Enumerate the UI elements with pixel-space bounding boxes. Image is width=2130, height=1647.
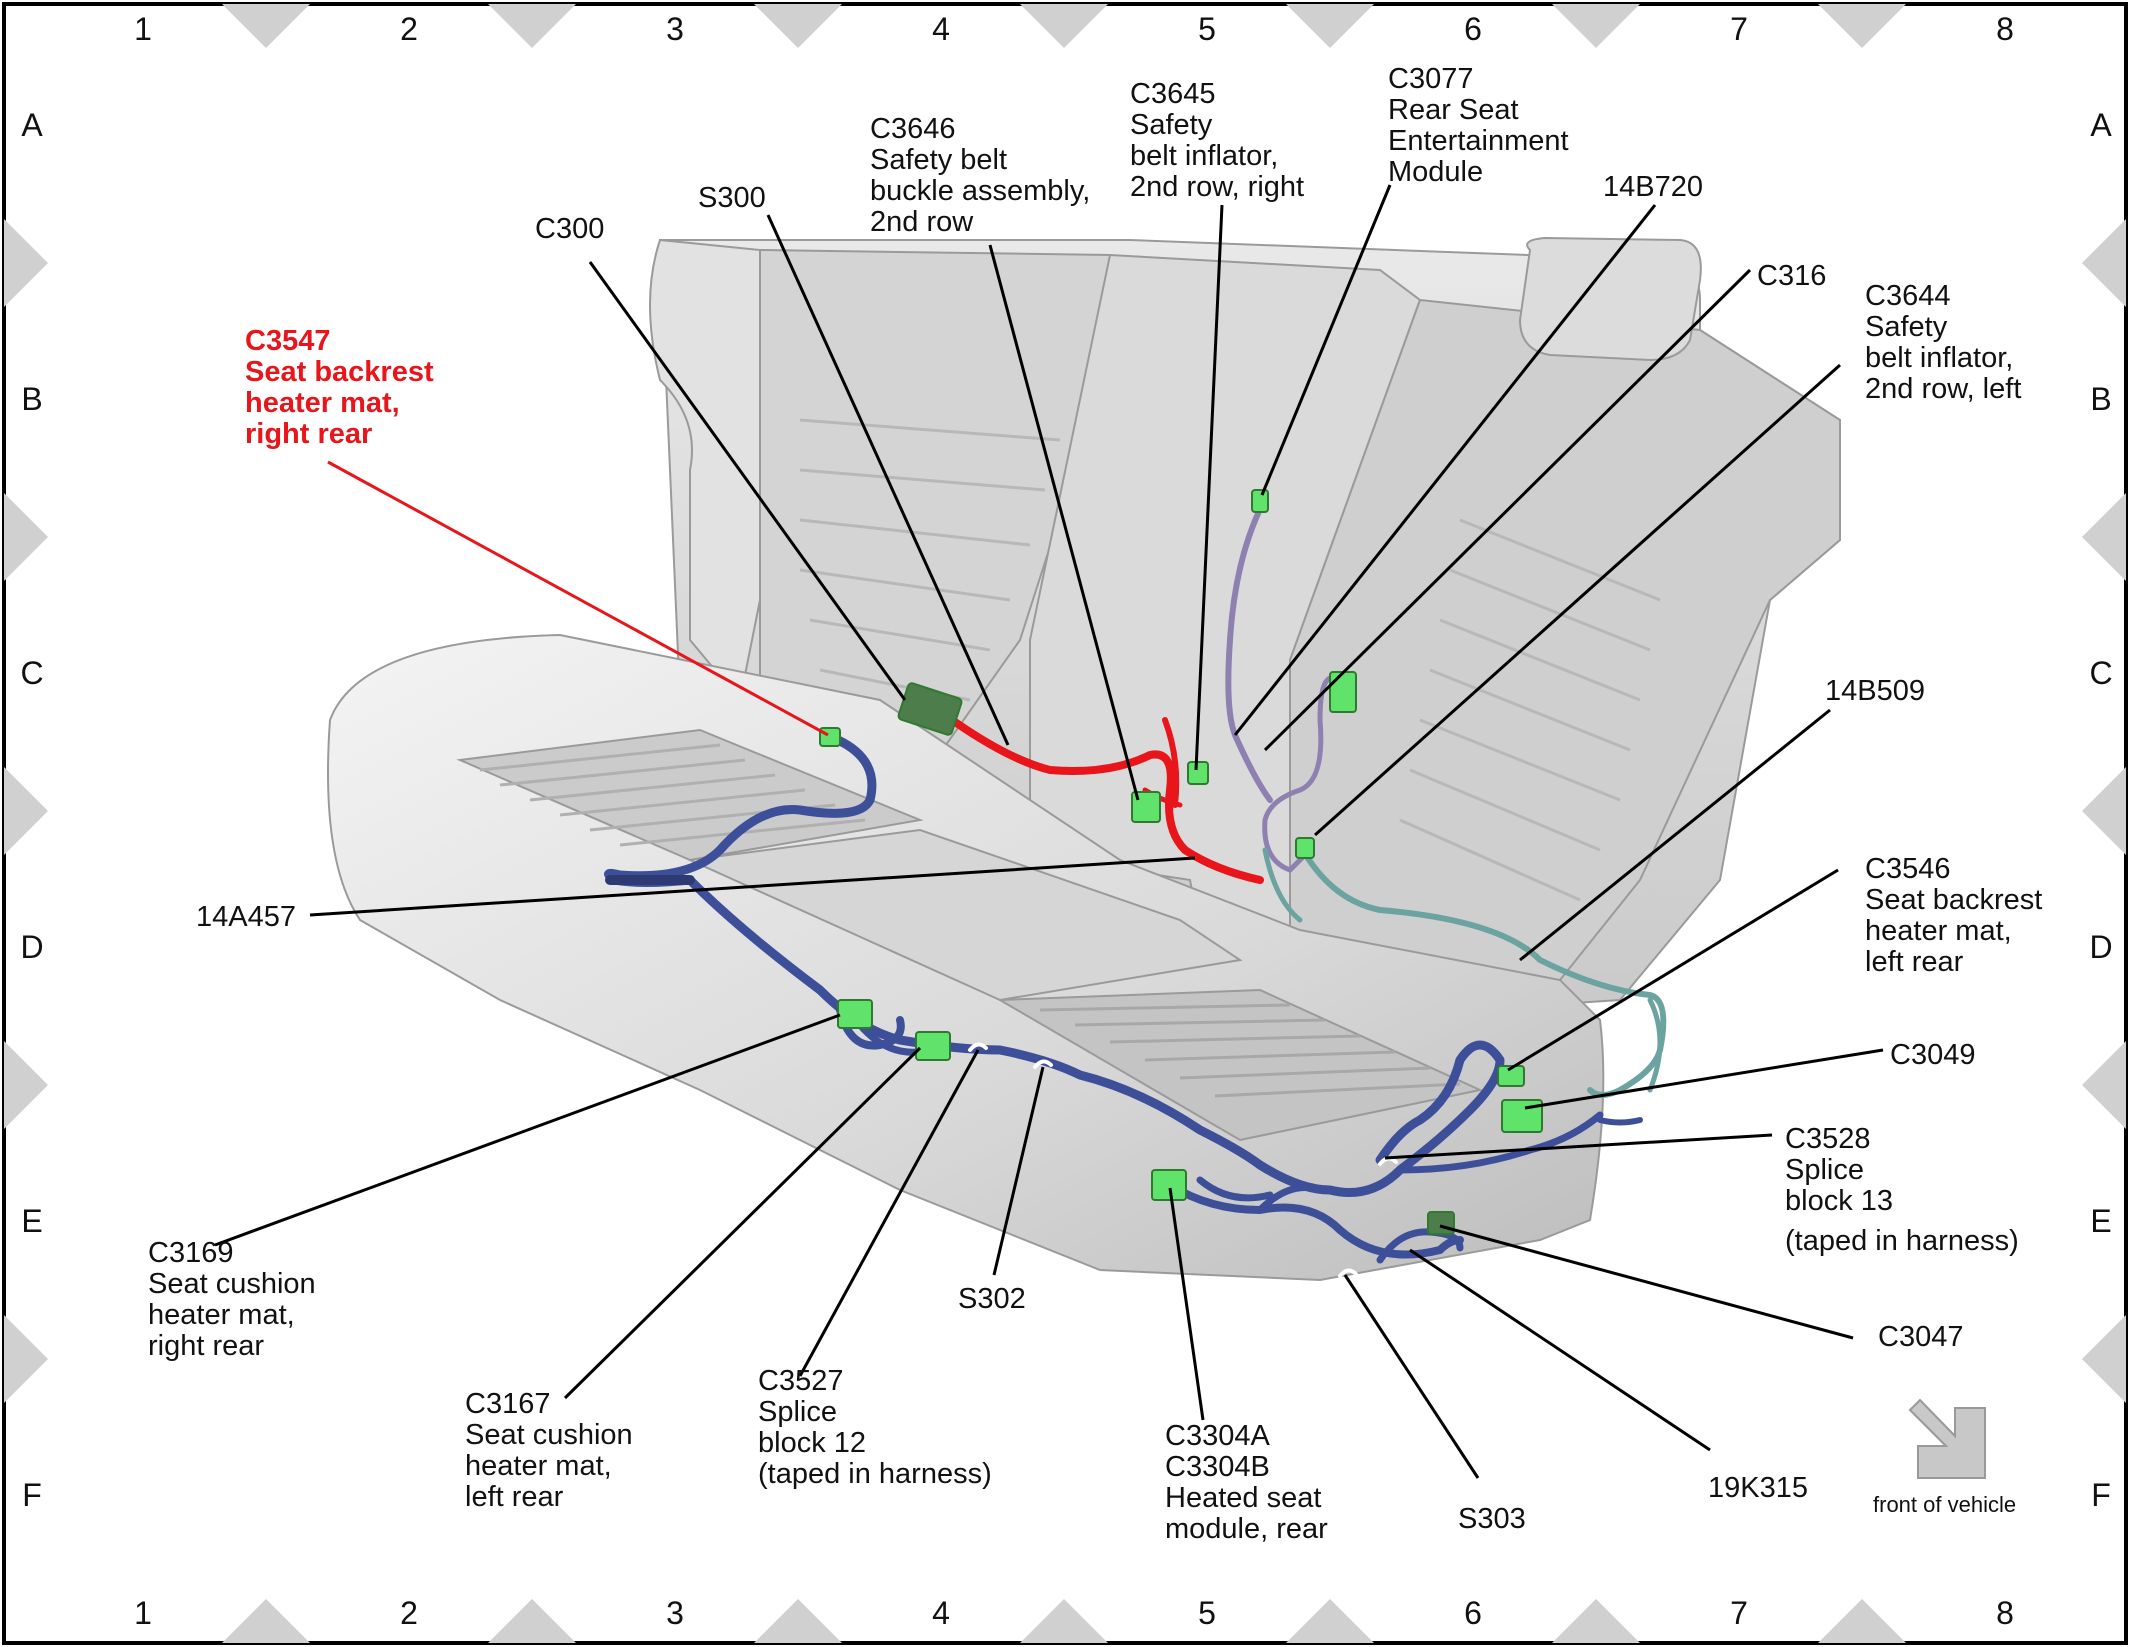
grid-column-label-bottom: 8 <box>1996 1595 2014 1631</box>
grid-column-label-top: 6 <box>1464 11 1482 47</box>
label-c3169: C3169 Seat cushion heater mat, right rea… <box>148 1237 324 1362</box>
grid-column-label-top: 5 <box>1198 11 1216 47</box>
label-s303: S303 <box>1458 1503 1526 1535</box>
label-c3645: C3645 Safety belt inflator, 2nd row, rig… <box>1130 78 1304 203</box>
harness-main-blue <box>604 735 1505 1197</box>
connector-c3077 <box>1251 489 1269 513</box>
harness-branch-red <box>951 718 1264 884</box>
grid-column-label-bottom: 7 <box>1730 1595 1748 1631</box>
grid-column-label-bottom: 3 <box>666 1595 684 1631</box>
grid-column-label-bottom: 2 <box>400 1595 418 1631</box>
splice-marker <box>1033 1059 1053 1069</box>
grid-column-label-top: 7 <box>1730 11 1748 47</box>
connector-c3169 <box>837 999 873 1029</box>
front-of-vehicle-label: front of vehicle <box>1873 1492 2016 1517</box>
grid-row-label-left: E <box>21 1203 42 1239</box>
grid-row-label-right: E <box>2090 1203 2111 1239</box>
leader-lines <box>214 184 1884 1479</box>
label-c300: C300 <box>535 213 604 245</box>
splice-marker <box>1338 1268 1358 1278</box>
grid-row-label-right: C <box>2089 655 2112 691</box>
label-c316: C316 <box>1757 260 1826 292</box>
grid-column-label-bottom: 5 <box>1198 1595 1216 1631</box>
grid-column-label-top: 4 <box>932 11 950 47</box>
grid-row-label-left: F <box>22 1477 42 1513</box>
connector-c3546 <box>1497 1065 1525 1087</box>
grid-row-label-left: B <box>21 381 42 417</box>
label-s300: S300 <box>698 182 766 214</box>
connector-c300 <box>897 682 963 736</box>
label-14b720: 14B720 <box>1603 171 1703 203</box>
label-c3167: C3167 Seat cushion heater mat, left rear <box>465 1388 641 1513</box>
label-c3644: C3644 Safety belt inflator, 2nd row, lef… <box>1865 280 2021 405</box>
grid-column-label-bottom: 1 <box>134 1595 152 1631</box>
label-c3546: C3546 Seat backrest heater mat, left rea… <box>1865 853 2050 978</box>
label-s302: S302 <box>958 1283 1026 1315</box>
label-c3304: C3304A C3304B Heated seat module, rear <box>1165 1420 1329 1545</box>
grid-column-label-top: 2 <box>400 11 418 47</box>
grid-row-label-right: D <box>2089 929 2112 965</box>
grid-column-label-bottom: 4 <box>932 1595 950 1631</box>
label-c3047: C3047 <box>1878 1321 1963 1353</box>
label-14b509: 14B509 <box>1825 675 1925 707</box>
grid-row-label-right: B <box>2090 381 2111 417</box>
label-c3527: C3527 Splice block 12 (taped in harness) <box>758 1365 992 1490</box>
label-c3528: C3528 Splice block 13 (taped in harness) <box>1785 1123 2019 1257</box>
border-diamonds <box>4 4 2126 1643</box>
wiring-harness <box>604 502 1667 1278</box>
connector-c3047 <box>1427 1211 1455 1235</box>
label-19k315: 19K315 <box>1708 1472 1808 1504</box>
label-14a457: 14A457 <box>196 901 296 933</box>
label-c3077: C3077 Rear Seat Entertainment Module <box>1388 63 1577 188</box>
harness-branch-teal <box>1297 842 1667 1098</box>
label-c3049: C3049 <box>1890 1039 1975 1071</box>
grid-row-label-right: F <box>2091 1477 2111 1513</box>
grid-row-label-right: A <box>2090 107 2112 143</box>
grid-row-label-left: C <box>20 655 43 691</box>
harness-branch-rse <box>1225 502 1273 803</box>
connector-c3167 <box>915 1031 951 1061</box>
connector-c3304 <box>1151 1169 1187 1201</box>
label-c3646: C3646 Safety belt buckle assembly, 2nd r… <box>870 113 1098 238</box>
rear-seat-illustration <box>327 236 1841 1282</box>
grid-column-label-top: 1 <box>134 11 152 47</box>
connector-c3644-upper <box>1329 671 1357 713</box>
label-c3547: C3547 Seat backrest heater mat, right re… <box>245 325 442 450</box>
front-of-vehicle-arrow-icon <box>1908 1398 1986 1479</box>
leader-line-c3547 <box>327 460 829 737</box>
grid-column-label-top: 3 <box>666 11 684 47</box>
splice-marker <box>968 1042 988 1052</box>
grid-row-label-left: D <box>20 929 43 965</box>
grid-column-label-top: 8 <box>1996 11 2014 47</box>
connector-c316 <box>1295 837 1315 859</box>
grid-column-label-bottom: 6 <box>1464 1595 1482 1631</box>
connector-c3645 <box>1187 761 1209 785</box>
grid-row-label-left: A <box>21 107 43 143</box>
